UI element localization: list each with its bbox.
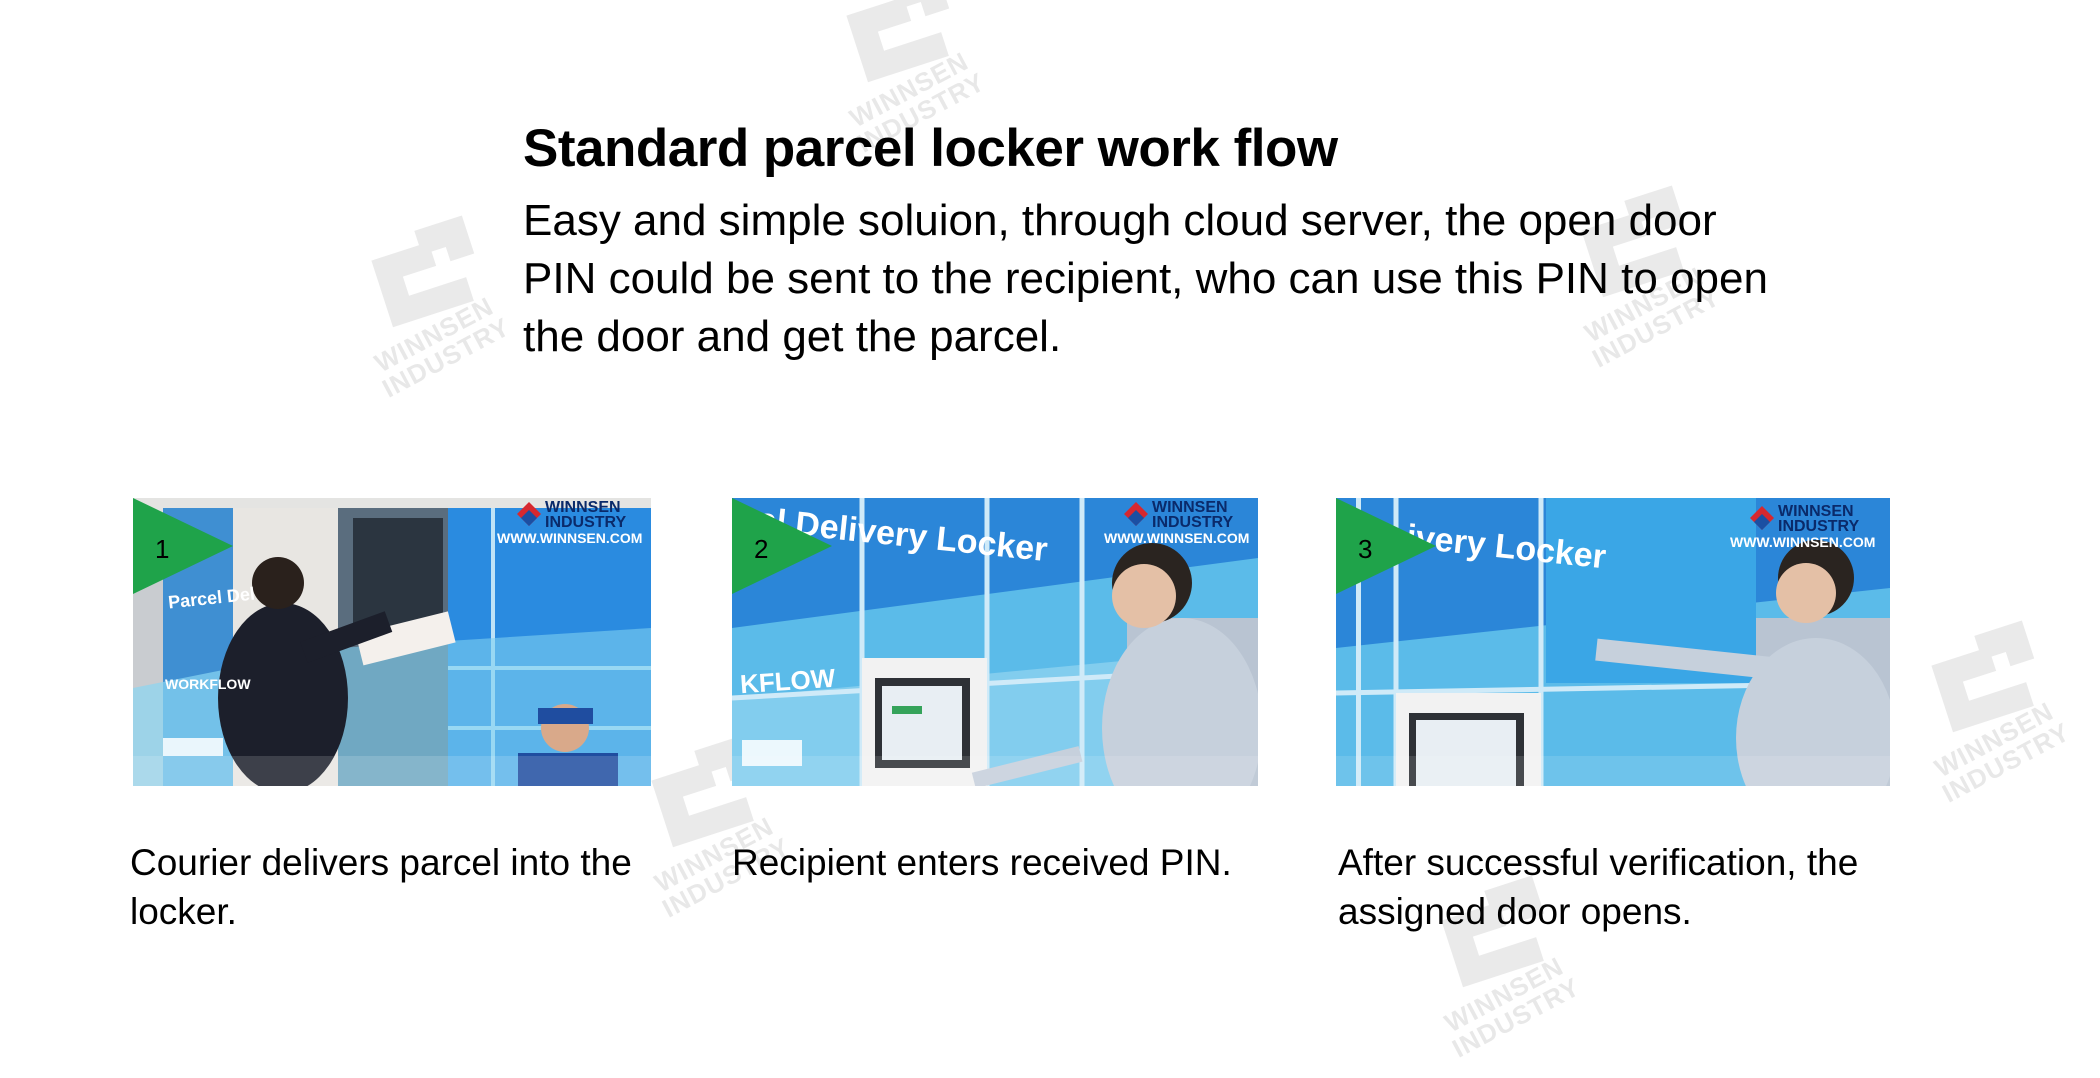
step-1-caption: Courier delivers parcel into the locker. — [130, 842, 632, 932]
logo-brand-line2: INDUSTRY — [1152, 514, 1234, 531]
step-1-scene — [133, 498, 651, 786]
step-3-scene — [1336, 498, 1890, 786]
logo-url: WWW.WINNSEN.COM — [1104, 530, 1250, 546]
watermark-logo-icon — [1581, 185, 1685, 298]
step-number-flag — [732, 498, 832, 594]
company-logo-icon — [1750, 506, 1774, 530]
logo-url: WWW.WINNSEN.COM — [1730, 534, 1876, 550]
step-number: 2 — [754, 534, 769, 564]
logo-brand-line1: WINNSEN — [1778, 503, 1854, 520]
watermark-logo-icon — [1441, 875, 1545, 988]
step-number: 3 — [1358, 534, 1373, 564]
step-number-flag — [1336, 498, 1436, 594]
page-title: Standard parcel locker work flow — [523, 119, 1338, 178]
scene-sign-text: KFLOW — [739, 662, 837, 700]
logo-brand-line2: INDUSTRY — [1778, 518, 1860, 535]
step-number-flag — [133, 498, 233, 594]
step-2-scene — [732, 498, 1258, 786]
logo-brand-line2: INDUSTRY — [545, 514, 627, 531]
intro-paragraph: Easy and simple soluion, through cloud s… — [523, 196, 1768, 361]
scene-sign-text: WORKFLOW — [165, 676, 251, 692]
company-logo-icon — [517, 502, 541, 526]
step-2-caption: Recipient enters received PIN. — [732, 842, 1232, 883]
company-logo-icon — [1124, 502, 1148, 526]
step-number: 1 — [155, 534, 170, 564]
watermark-logo-icon — [846, 0, 950, 83]
logo-brand-line1: WINNSEN — [1152, 499, 1228, 516]
watermark-logo-icon — [1931, 620, 2035, 733]
step-3-caption: After successful verification, the assig… — [1338, 842, 1859, 932]
watermark-logo-icon — [371, 215, 475, 328]
logo-url: WWW.WINNSEN.COM — [497, 530, 643, 546]
logo-brand-line1: WINNSEN — [545, 499, 621, 516]
